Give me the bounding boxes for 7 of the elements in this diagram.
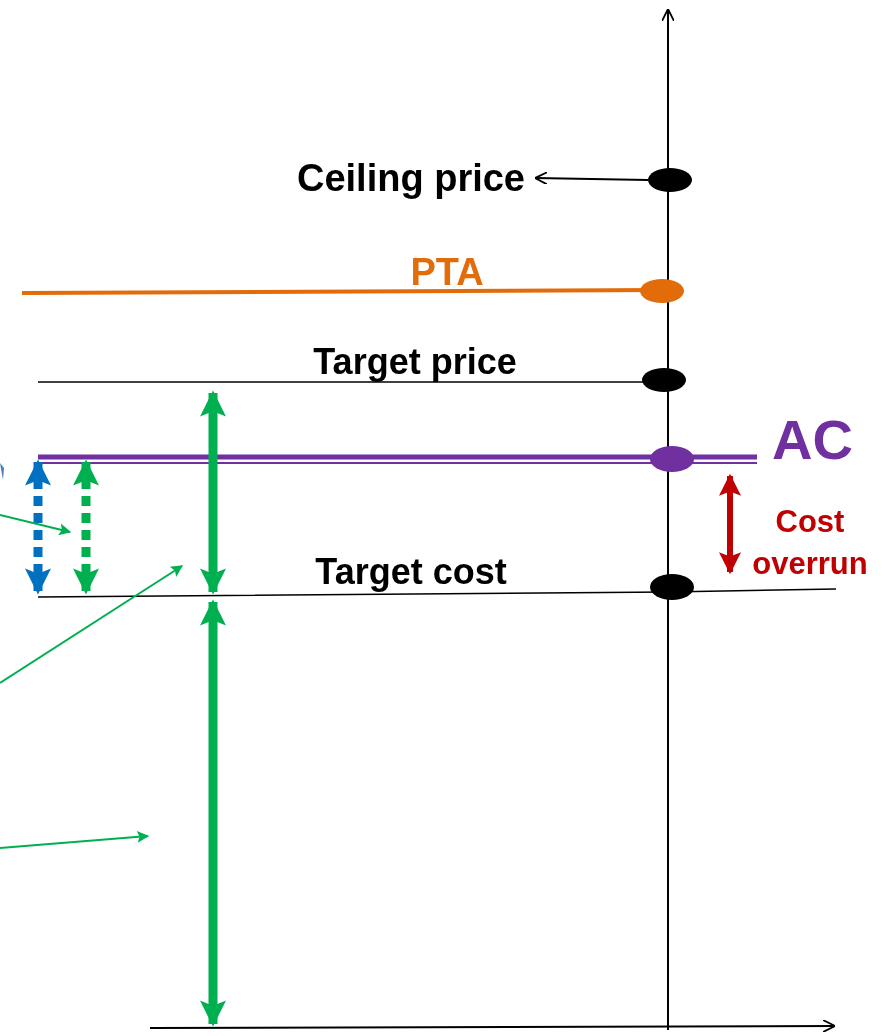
arrow (534, 171, 649, 186)
level-label: AC (772, 412, 853, 468)
level-label: Target price (313, 344, 517, 380)
dimension-label: Cost overrun (751, 503, 869, 583)
price-label: Ceiling price (296, 159, 525, 198)
level-label: Target cost (315, 554, 507, 590)
level-label: PTA (410, 253, 484, 291)
